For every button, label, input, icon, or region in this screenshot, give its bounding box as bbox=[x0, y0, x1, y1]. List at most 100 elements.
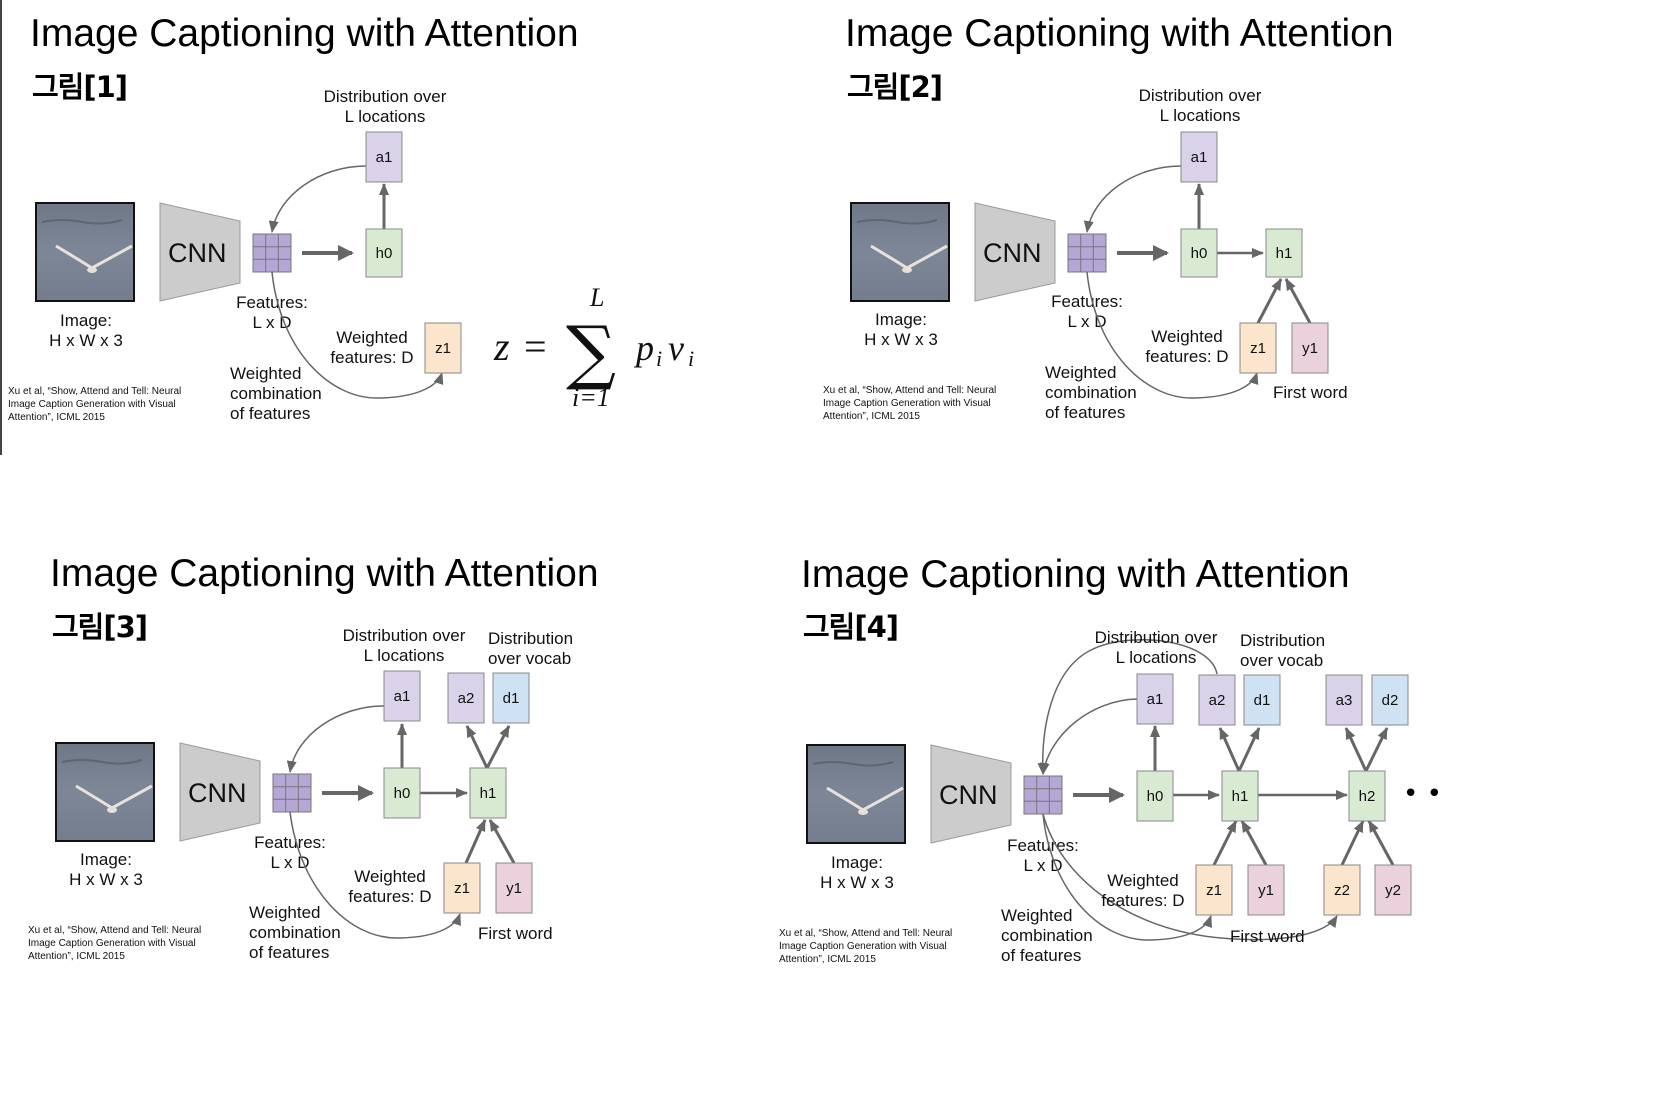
panel-3: Image Captioning with Attention 그림[3] Im… bbox=[20, 540, 660, 980]
arrow-features-to-z1 bbox=[289, 811, 461, 939]
features-label: Features: bbox=[236, 293, 308, 312]
weighted-features-label-2: features: D bbox=[1145, 347, 1228, 366]
node-y2 bbox=[1374, 864, 1412, 916]
dist-vocab-label: Distribution bbox=[488, 629, 573, 648]
ellipsis-dots-icon: • • bbox=[1403, 779, 1442, 809]
image-dims: H x W x 3 bbox=[820, 873, 894, 892]
panel-4: Image Captioning with Attention 그림[4] Im… bbox=[771, 540, 1660, 980]
arrow-y1-to-h1 bbox=[488, 819, 516, 864]
node-d2-label: d2 bbox=[1382, 692, 1399, 709]
panel-title: Image Captioning with Attention bbox=[801, 553, 1350, 596]
features-dims: L x D bbox=[270, 853, 309, 872]
weighted-combination-label-2: combination bbox=[230, 384, 322, 403]
weighted-combination-label-2: combination bbox=[249, 923, 341, 942]
weighted-features-label-2: features: D bbox=[1101, 891, 1184, 910]
panel-title: Image Captioning with Attention bbox=[30, 12, 579, 55]
cnn-label: CNN bbox=[188, 778, 247, 808]
citation-line-3: Attention”, ICML 2015 bbox=[779, 954, 876, 965]
weighted-features-label: Weighted bbox=[354, 867, 426, 886]
image-label: Image: bbox=[831, 853, 883, 872]
dist-vocab-label-2: over vocab bbox=[1240, 651, 1323, 670]
node-z1-label: z1 bbox=[454, 880, 470, 897]
feature-grid bbox=[1067, 233, 1107, 273]
arrow-z1-to-h1 bbox=[1256, 278, 1283, 324]
node-a3-label: a3 bbox=[1336, 692, 1353, 709]
dist-locations-label-2: L locations bbox=[1116, 648, 1197, 667]
image-label: Image: bbox=[60, 311, 112, 330]
arrow-h1-to-a2 bbox=[1218, 727, 1241, 772]
node-a2 bbox=[447, 672, 485, 724]
dist-vocab-label-2: over vocab bbox=[488, 649, 571, 668]
citation-line-2: Image Caption Generation with Visual bbox=[8, 399, 176, 410]
node-y1 bbox=[1247, 864, 1285, 916]
node-h0 bbox=[383, 767, 421, 819]
image-label: Image: bbox=[80, 850, 132, 869]
node-a1-label: a1 bbox=[394, 688, 411, 705]
weighted-combination-label-3: of features bbox=[1045, 403, 1125, 422]
citation-line-1: Xu et al, “Show, Attend and Tell: Neural bbox=[779, 928, 952, 939]
weighted-features-label-2: features: D bbox=[348, 887, 431, 906]
node-a1-label: a1 bbox=[376, 149, 393, 166]
node-h0-label: h0 bbox=[376, 245, 393, 262]
arrow-h2-to-d2 bbox=[1364, 727, 1389, 772]
features-label: Features: bbox=[1007, 836, 1079, 855]
eq-v: v bbox=[668, 328, 684, 368]
weighted-combination-label: Weighted bbox=[230, 364, 302, 383]
arrow-a1-to-features bbox=[268, 165, 367, 233]
dist-locations-label: Distribution over bbox=[343, 626, 466, 645]
arrow-a2-to-features bbox=[1037, 639, 1218, 775]
arrow-a1-to-features bbox=[1039, 698, 1138, 775]
node-y1-label: y1 bbox=[1258, 882, 1274, 899]
features-label: Features: bbox=[1051, 292, 1123, 311]
weighted-combination-label-3: of features bbox=[1001, 946, 1081, 965]
node-h0-label: h0 bbox=[1147, 788, 1164, 805]
features-label: Features: bbox=[254, 833, 326, 852]
node-y1 bbox=[495, 862, 533, 914]
node-h1-label: h1 bbox=[1232, 788, 1249, 805]
weighted-features-label: Weighted bbox=[1151, 327, 1223, 346]
cnn-label: CNN bbox=[168, 238, 227, 268]
node-y2-label: y2 bbox=[1385, 882, 1401, 899]
node-z1 bbox=[1195, 864, 1233, 916]
input-image bbox=[35, 202, 135, 302]
weighted-features-label: Weighted bbox=[1107, 871, 1179, 890]
node-h1 bbox=[1265, 228, 1303, 278]
arrow-features-to-z1 bbox=[271, 271, 444, 399]
cnn-label: CNN bbox=[983, 238, 1042, 268]
dist-locations-label-2: L locations bbox=[1160, 106, 1241, 125]
node-z1-label: z1 bbox=[1206, 882, 1222, 899]
eq-equals: = bbox=[524, 324, 547, 369]
eq-lhs: z bbox=[493, 324, 510, 369]
arrow-y1-to-h1 bbox=[1240, 820, 1268, 866]
image-dims: H x W x 3 bbox=[69, 870, 143, 889]
dist-locations-label: Distribution over bbox=[1095, 628, 1218, 647]
first-word-label: First word bbox=[1230, 927, 1305, 946]
node-h2 bbox=[1348, 770, 1386, 822]
eq-p: p bbox=[633, 328, 654, 368]
node-z2 bbox=[1323, 864, 1361, 916]
dist-locations-label: Distribution over bbox=[1139, 86, 1262, 105]
feature-grid bbox=[252, 233, 292, 273]
figure-label: 그림[1] bbox=[32, 70, 128, 104]
arrow-z1-to-h1 bbox=[1212, 820, 1238, 866]
panel-1: Image Captioning with Attention 그림[1] Im… bbox=[0, 0, 760, 440]
dist-vocab-label: Distribution bbox=[1240, 631, 1325, 650]
diagram: Image: H x W x 3 CNN Features: L x D a1 … bbox=[823, 86, 1348, 422]
arrow-features-to-z1 bbox=[1086, 271, 1259, 399]
node-a2-label: a2 bbox=[458, 690, 475, 707]
panel-title: Image Captioning with Attention bbox=[845, 12, 1394, 55]
diagram: Image: H x W x 3 CNN Features: L x D a1 … bbox=[28, 626, 573, 962]
dist-locations-label: Distribution over bbox=[324, 87, 447, 106]
node-a1 bbox=[1136, 673, 1174, 725]
weighted-combination-label: Weighted bbox=[1001, 906, 1073, 925]
arrow-a1-to-features bbox=[286, 705, 385, 773]
citation-line-3: Attention”, ICML 2015 bbox=[28, 951, 125, 962]
arrow-z1-to-h1 bbox=[464, 819, 487, 864]
citation-line-2: Image Caption Generation with Visual bbox=[28, 938, 196, 949]
node-d1 bbox=[492, 672, 530, 724]
citation-line-1: Xu et al, “Show, Attend and Tell: Neural bbox=[28, 925, 201, 936]
eq-upper-limit: L bbox=[589, 283, 604, 312]
node-h1-label: h1 bbox=[1276, 245, 1293, 262]
arrow-features-to-z2 bbox=[1042, 813, 1338, 941]
node-z1 bbox=[424, 322, 462, 374]
